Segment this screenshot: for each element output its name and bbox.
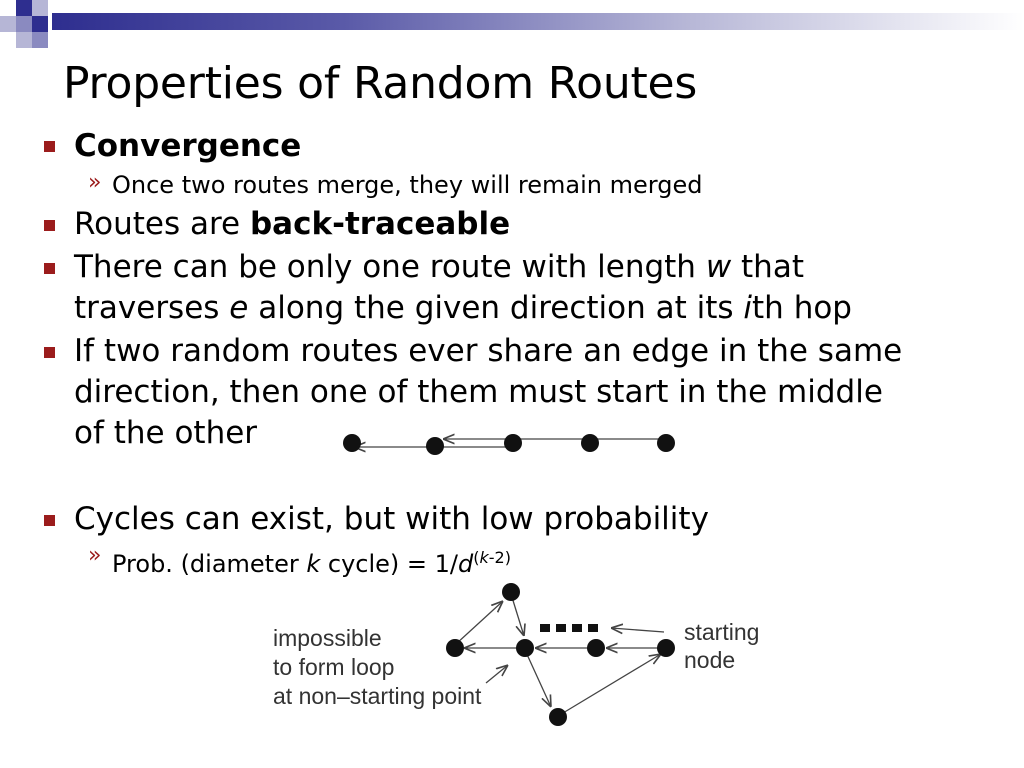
bullet-share-edge-line2: direction, then one of them must start i… bbox=[74, 374, 883, 410]
route-edge bbox=[455, 601, 503, 645]
bullet-one-route-line1: There can be only one route with length … bbox=[74, 247, 804, 288]
route-node bbox=[657, 434, 675, 452]
header-square bbox=[32, 32, 48, 48]
bullet-text: that bbox=[731, 249, 804, 285]
shared-edge-diagram bbox=[343, 434, 675, 455]
route-edge bbox=[557, 654, 661, 717]
bullet-text: Routes are bbox=[74, 206, 250, 242]
exponent: (k-2) bbox=[473, 548, 511, 567]
bullet-text: along the given direction at its bbox=[248, 290, 744, 326]
route-node bbox=[426, 437, 444, 455]
bullet-convergence: Convergence bbox=[74, 126, 301, 167]
bullet-marker bbox=[44, 263, 55, 274]
route-node bbox=[587, 639, 605, 657]
header-square bbox=[0, 16, 16, 32]
slide-title: Properties of Random Routes bbox=[63, 58, 698, 109]
route-edge bbox=[524, 649, 551, 707]
bullet-bold: back-traceable bbox=[249, 206, 511, 242]
label-pointer bbox=[611, 628, 665, 632]
cycle-diagram: impossible to form loop at non–starting … bbox=[273, 583, 759, 726]
route-node bbox=[504, 434, 522, 452]
label-pointer bbox=[485, 665, 508, 684]
bullet-back-traceable: Routes are back-traceable bbox=[74, 204, 510, 245]
math-var: w bbox=[705, 249, 732, 285]
route-node bbox=[581, 434, 599, 452]
bullet-share-edge-line1: If two random routes ever share an edge … bbox=[74, 333, 903, 369]
bullet-marker bbox=[44, 347, 55, 358]
bullet-text: There can be only one route with length bbox=[74, 249, 706, 285]
route-node bbox=[343, 434, 361, 452]
route-node bbox=[549, 708, 567, 726]
header-square bbox=[16, 0, 32, 16]
math-var: e bbox=[229, 290, 249, 326]
header-gradient-band bbox=[52, 13, 1024, 30]
route-node bbox=[516, 639, 534, 657]
starting-node-label-line2: node bbox=[684, 647, 735, 673]
bullet-text: traverses bbox=[74, 290, 230, 326]
starting-node-label-line1: starting bbox=[684, 619, 759, 645]
bullet-text: Prob. (diameter bbox=[112, 550, 307, 578]
exponent-part: ( bbox=[473, 548, 480, 567]
impossible-label-line2: to form loop bbox=[273, 654, 394, 680]
route-node bbox=[446, 639, 464, 657]
route-node bbox=[502, 583, 520, 601]
bullet-marker bbox=[44, 141, 55, 152]
sub-bullet-convergence: Once two routes merge, they will remain … bbox=[112, 171, 703, 199]
bullet-one-route-line2: traverses e along the given direction at… bbox=[74, 288, 852, 329]
bullet-marker bbox=[44, 220, 55, 231]
bullet-cycles: Cycles can exist, but with low probabili… bbox=[74, 501, 709, 537]
route-edge bbox=[510, 593, 524, 636]
sub-bullet-marker: » bbox=[88, 170, 102, 195]
header-square bbox=[32, 16, 48, 32]
math-var: k bbox=[306, 550, 321, 578]
bullet-text: th hop bbox=[752, 290, 852, 326]
exponent-part: -2) bbox=[488, 548, 511, 567]
bullet-text: cycle) = 1/ bbox=[320, 550, 459, 578]
impossible-label-line1: impossible bbox=[273, 625, 382, 651]
bullet-share-edge-line3: of the other bbox=[74, 415, 258, 451]
math-var: d bbox=[458, 550, 474, 578]
ellipsis-dash bbox=[540, 624, 550, 632]
ellipsis-dash bbox=[588, 624, 598, 632]
bullet-marker bbox=[44, 515, 55, 526]
sub-bullet-marker: » bbox=[88, 543, 102, 568]
route-node bbox=[657, 639, 675, 657]
math-var: k bbox=[479, 548, 489, 567]
ellipsis-dash bbox=[572, 624, 582, 632]
header-square bbox=[16, 16, 32, 32]
header-square bbox=[32, 0, 48, 16]
math-var: i bbox=[743, 290, 753, 326]
ellipsis-dash bbox=[556, 624, 566, 632]
impossible-label-line3: at non–starting point bbox=[273, 683, 482, 709]
bullet-bold: Convergence bbox=[74, 128, 302, 164]
sub-bullet-probability: Prob. (diameter k cycle) = 1/d(k-2) bbox=[112, 543, 511, 579]
header-square bbox=[16, 32, 32, 48]
